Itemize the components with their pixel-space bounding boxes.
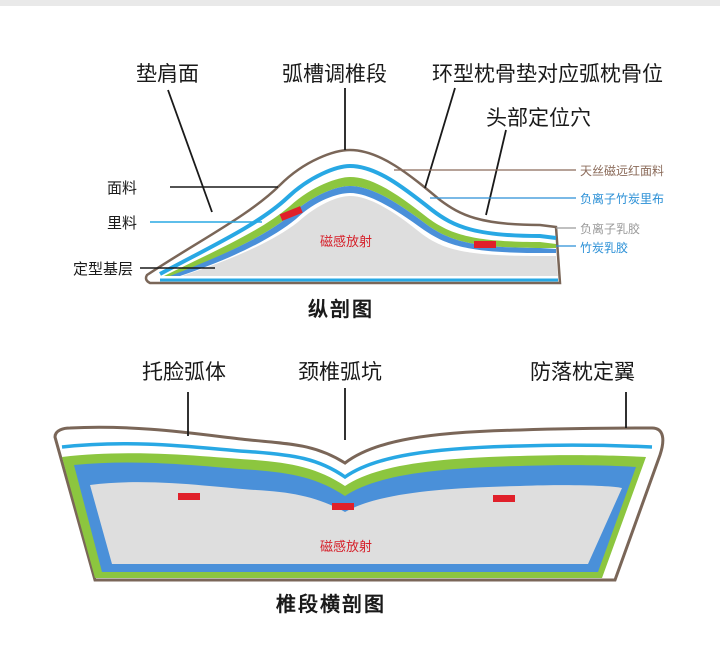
cross-blue-line (61, 441, 653, 480)
label-bamboo-lining: 负离子竹炭里布 (580, 192, 665, 206)
callout-line-head-point (485, 129, 507, 216)
top-frame-bar (0, 0, 720, 6)
cross-magnet-right (493, 495, 515, 502)
label-shoulder-pad: 垫肩面 (136, 62, 199, 86)
label-bamboo-latex: 竹炭乳胶 (580, 241, 629, 255)
label-anti-fall: 防落枕定翼 (530, 360, 635, 384)
label-lining: 里料 (107, 214, 138, 232)
label-fabric: 面料 (107, 179, 138, 197)
label-arc-groove: 弧槽调椎段 (282, 62, 387, 86)
label-neck-pit: 颈椎弧坑 (298, 360, 382, 384)
callout-line-ring-pillow (424, 87, 456, 189)
label-magnet-bottom: 磁感放射 (320, 540, 373, 555)
label-ring-pillow: 环型枕骨垫对应弧枕骨位 (432, 62, 663, 86)
long-magnet-left (279, 206, 303, 221)
cross-magnet-left (178, 493, 200, 500)
title-cross-section: 椎段横剖图 (276, 592, 386, 616)
label-tencel-fabric: 天丝磁远红面料 (580, 164, 665, 178)
label-magnet-top: 磁感放射 (320, 235, 373, 250)
longitudinal-section (140, 87, 576, 285)
cross-section (53, 388, 665, 582)
long-blue-lining-line (159, 163, 557, 276)
label-base-layer: 定型基层 (73, 260, 134, 278)
cross-magnet-center (332, 503, 354, 510)
long-magnet-right (474, 241, 496, 248)
cross-gray-core (90, 482, 622, 564)
long-gray-core (182, 196, 558, 276)
label-head-point: 头部定位穴 (486, 106, 591, 130)
callout-line-shoulder (167, 89, 213, 213)
title-longitudinal: 纵剖图 (308, 297, 374, 321)
label-face-arc: 托脸弧体 (142, 360, 226, 384)
label-latex: 负离子乳胶 (580, 222, 641, 236)
